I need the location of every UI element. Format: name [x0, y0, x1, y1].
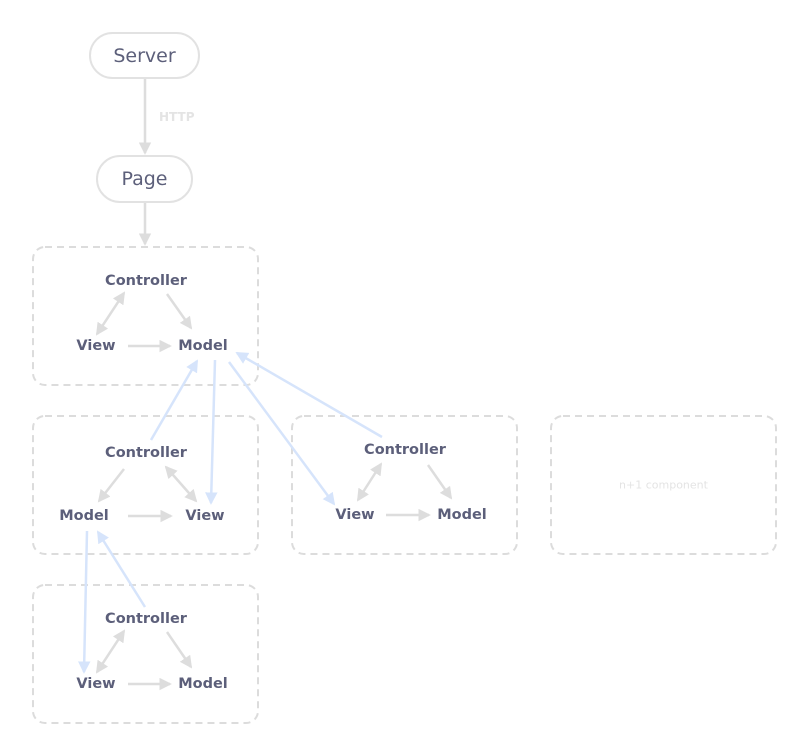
arrow-controller-view-2 [164, 465, 198, 503]
arrow-controller-to-model-4 [165, 631, 193, 669]
placeholder-component-label: n+1 component [619, 479, 709, 492]
page-node-label: Page [122, 168, 168, 190]
arrow-controller-to-model-3 [426, 464, 453, 500]
component-group-placeholder [550, 415, 777, 555]
arrow-controller-view-1 [95, 291, 126, 336]
arrow-controller-view-4 [95, 629, 126, 674]
model-label-3: Model [437, 507, 487, 523]
arrow-model1-to-view3 [227, 361, 336, 506]
component-group-1 [32, 246, 259, 386]
controller-label-1: Controller [105, 273, 188, 289]
arrow-controller3-to-model1 [235, 351, 383, 439]
controller-label-4: Controller [105, 611, 188, 627]
view-label-4: View [76, 676, 115, 692]
arrow-controller2-to-model1 [149, 359, 199, 441]
model-label-2: Model [59, 508, 109, 524]
component-group-3 [291, 415, 518, 555]
arrow-controller-to-model-2 [97, 468, 125, 503]
page-node-box [96, 155, 193, 203]
server-node-label: Server [113, 45, 175, 67]
view-label-1: View [76, 338, 115, 354]
model-label-4: Model [178, 676, 228, 692]
arrow-controller-to-model-1 [165, 293, 193, 330]
arrow-model2-to-view4 [77, 530, 91, 674]
http-edge-label: HTTP [159, 110, 195, 124]
component-group-4 [32, 584, 259, 724]
model-label-1: Model [178, 338, 228, 354]
arrow-controller-view-3 [356, 462, 383, 502]
component-group-2 [32, 415, 259, 555]
controller-label-3: Controller [364, 442, 447, 458]
arrow-controller4-to-model2 [96, 530, 147, 608]
server-node-box [89, 32, 200, 79]
arrow-model1-to-view2 [205, 359, 218, 505]
view-label-2: View [185, 508, 224, 524]
view-label-3: View [335, 507, 374, 523]
controller-label-2: Controller [105, 445, 188, 461]
